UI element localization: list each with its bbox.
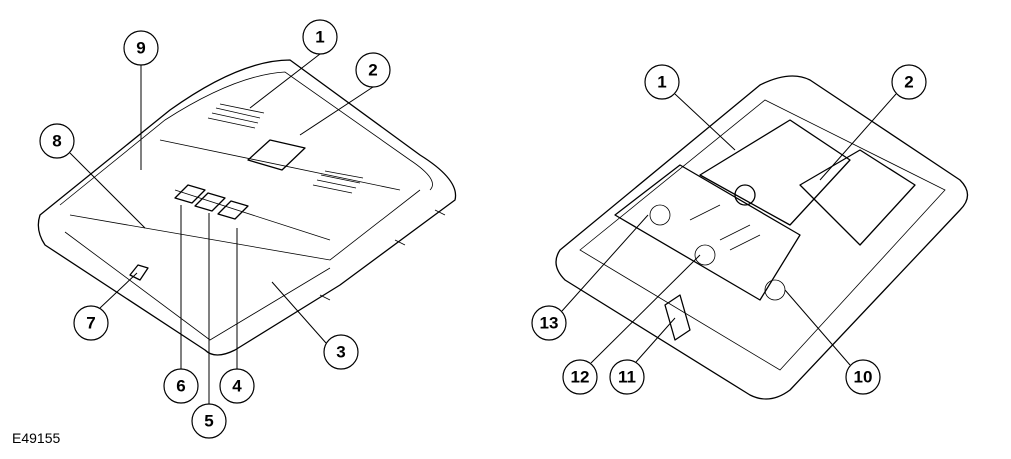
svg-text:2: 2 [368,61,377,80]
leader-lines [69,53,897,404]
svg-text:10: 10 [854,368,873,387]
callout-5-left: 5 [191,403,227,439]
svg-text:2: 2 [904,73,913,92]
callout-2-right: 2 [891,64,927,100]
callout-6-left: 6 [163,368,199,404]
callout-7-left: 7 [73,305,109,341]
callout-11-right: 11 [609,359,645,395]
svg-text:1: 1 [315,28,324,47]
callout-13-right: 13 [531,305,567,341]
callout-8-left: 8 [39,123,75,159]
svg-text:5: 5 [204,412,213,431]
console-exterior-drawing [37,59,457,356]
callout-1-left: 1 [302,19,338,55]
console-interior-drawing [555,75,969,400]
callout-3-left: 3 [323,334,359,370]
callout-10-right: 10 [845,359,881,395]
svg-text:13: 13 [540,314,559,333]
svg-text:6: 6 [176,377,185,396]
callout-2-left: 2 [355,52,391,88]
svg-text:12: 12 [571,368,590,387]
svg-text:8: 8 [52,132,61,151]
svg-text:7: 7 [86,314,95,333]
svg-text:4: 4 [232,377,242,396]
callout-1-right: 1 [644,64,680,100]
callout-9-left: 9 [123,30,159,66]
callout-12-right: 12 [562,359,598,395]
svg-text:9: 9 [136,39,145,58]
svg-text:1: 1 [657,73,666,92]
svg-text:3: 3 [336,343,345,362]
callout-4-left: 4 [219,368,255,404]
svg-text:11: 11 [618,368,636,387]
figure-id: E49155 [12,430,61,446]
